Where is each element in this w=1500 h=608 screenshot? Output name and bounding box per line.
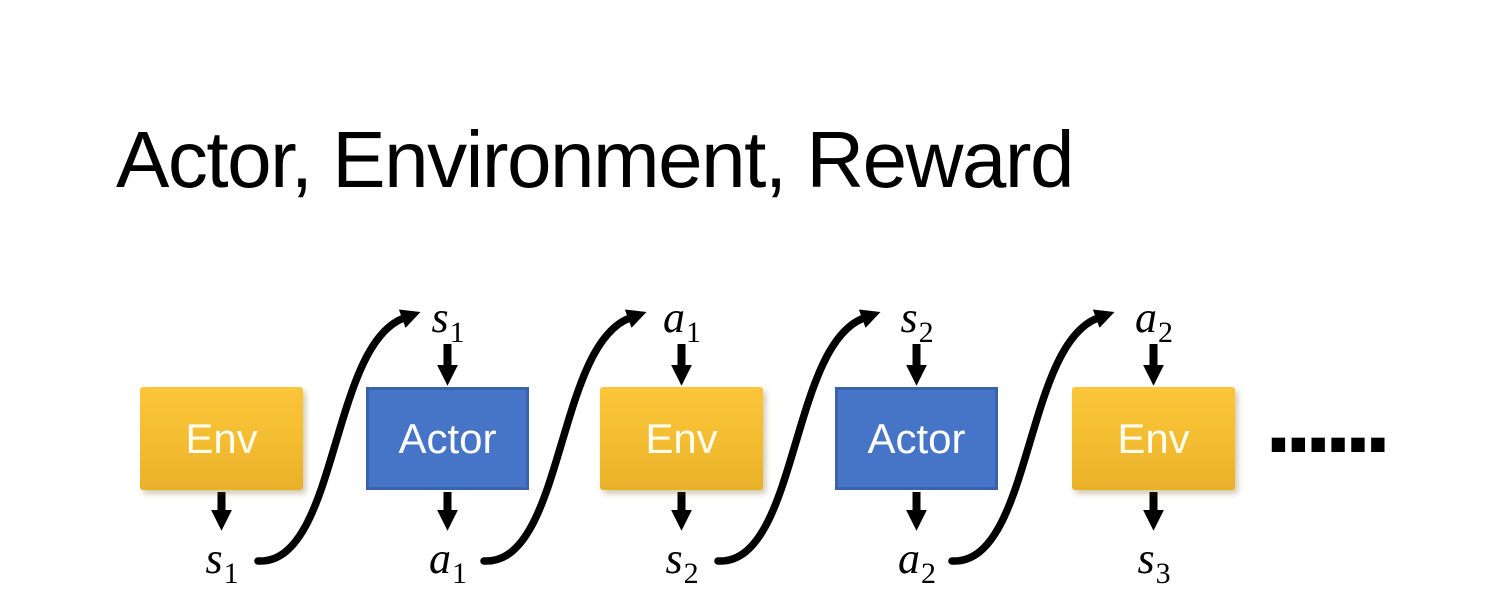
label-base: a	[429, 534, 451, 583]
label-base: s	[1137, 534, 1155, 583]
label-subscript: 2	[918, 316, 934, 349]
label-subscript: 1	[452, 557, 467, 590]
label-s2-bottom: s2	[665, 534, 698, 589]
label-a2-top: a2	[1135, 293, 1173, 348]
label-base: s	[205, 534, 223, 583]
env-box-3: Env	[1072, 387, 1235, 490]
label-subscript: 3	[1155, 557, 1171, 590]
label-s3-bottom: s3	[1137, 534, 1170, 589]
env-box-1: Env	[140, 387, 303, 490]
ellipsis-dots: ......	[1264, 381, 1392, 470]
label-subscript: 2	[683, 557, 699, 590]
label-a1-bottom: a1	[429, 534, 467, 589]
label-a2-bottom: a2	[898, 534, 936, 589]
actor-box-1: Actor	[366, 387, 529, 490]
label-s1-top: s1	[431, 293, 464, 348]
actor-box-2: Actor	[835, 387, 998, 490]
env-box-2: Env	[600, 387, 763, 490]
slide-title: Actor, Environment, Reward	[116, 115, 1074, 204]
label-base: a	[663, 293, 685, 342]
label-s1-bottom: s1	[205, 534, 238, 589]
label-s2-top: s2	[900, 293, 933, 348]
label-a1-top: a1	[663, 293, 701, 348]
label-subscript: 2	[921, 557, 936, 590]
label-subscript: 1	[686, 316, 701, 349]
label-base: s	[665, 534, 683, 583]
label-subscript: 1	[223, 557, 239, 590]
label-subscript: 1	[449, 316, 465, 349]
label-base: a	[1135, 293, 1157, 342]
label-base: a	[898, 534, 920, 583]
label-base: s	[431, 293, 449, 342]
label-base: s	[900, 293, 918, 342]
label-subscript: 2	[1158, 316, 1173, 349]
